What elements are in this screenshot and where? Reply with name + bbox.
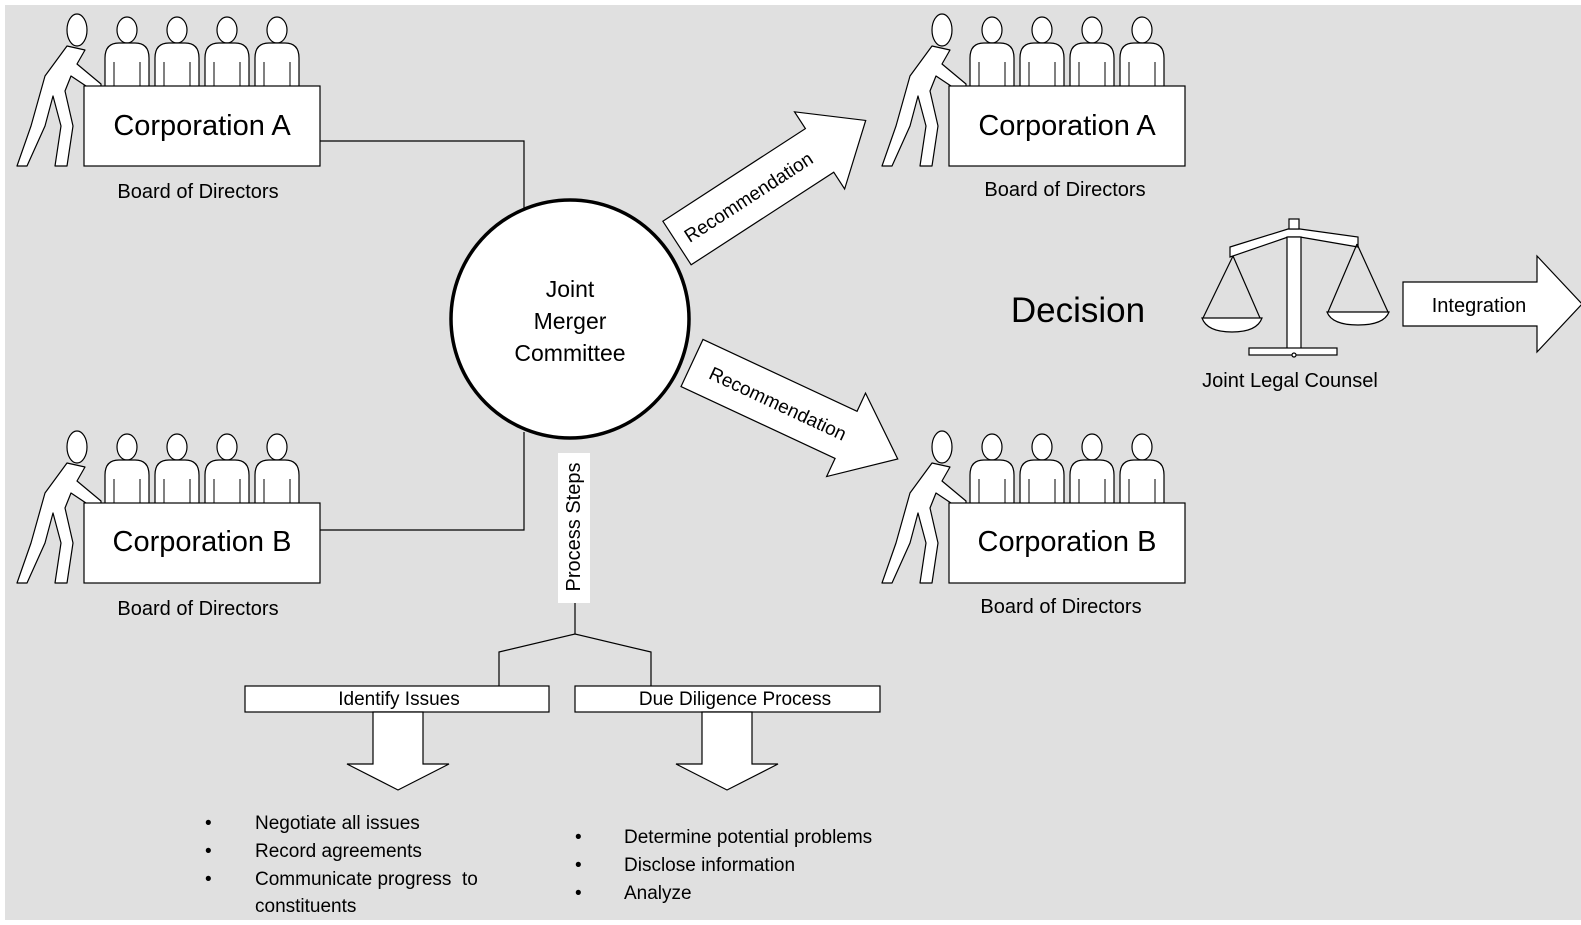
bullet-marker: • bbox=[575, 883, 582, 904]
bullet-item: Record agreements bbox=[255, 841, 422, 862]
step-title: Due Diligence Process bbox=[639, 689, 831, 710]
corporation-name: Corporation A bbox=[978, 110, 1156, 142]
arrow-down-right-icon bbox=[680, 338, 899, 478]
bullet-marker: • bbox=[205, 813, 212, 834]
board-caption: Board of Directors bbox=[117, 598, 278, 620]
bullet-item: Determine potential problems bbox=[624, 827, 872, 848]
step-title-box bbox=[574, 685, 881, 713]
board-caption: Board of Directors bbox=[984, 179, 1145, 201]
arrow-down-icon bbox=[346, 711, 450, 791]
corporation-box bbox=[83, 502, 321, 584]
committee-circle bbox=[449, 198, 691, 440]
bullet-item: Analyze bbox=[624, 883, 692, 904]
bullet-marker: • bbox=[205, 869, 212, 890]
joint-merger-committee: Joint Merger Committee bbox=[449, 198, 691, 440]
committee-line-1: Joint bbox=[546, 276, 595, 302]
arrow-down-icon bbox=[675, 711, 779, 791]
committee-line-3: Committee bbox=[514, 340, 625, 366]
board-left-a: Corporation A Board of Directors bbox=[16, 13, 321, 203]
step-title-box bbox=[244, 685, 550, 713]
bullet-marker: • bbox=[205, 841, 212, 862]
step-identify-issues: Identify Issues • Negotiate all issues •… bbox=[205, 685, 550, 917]
corporation-box bbox=[948, 85, 1186, 167]
board-caption: Board of Directors bbox=[117, 181, 278, 203]
bullet-item: Negotiate all issues bbox=[255, 813, 420, 834]
board-right-a: Corporation A Board of Directors bbox=[881, 13, 1186, 201]
committee-line-2: Merger bbox=[534, 308, 607, 334]
corporation-name: Corporation B bbox=[113, 526, 292, 558]
corporation-box bbox=[948, 502, 1186, 584]
bullet-item: Communicate progress to bbox=[255, 869, 478, 890]
decision-label: Decision bbox=[1011, 291, 1145, 330]
process-steps-label: Process Steps bbox=[563, 463, 585, 592]
step-bullets: • Negotiate all issues • Record agreemen… bbox=[205, 813, 478, 917]
integration-arrow: Integration bbox=[1402, 254, 1581, 354]
step-title: Identify Issues bbox=[338, 689, 459, 710]
corporation-box bbox=[83, 85, 321, 167]
integration-label: Integration bbox=[1432, 295, 1527, 317]
legal-counsel-label: Joint Legal Counsel bbox=[1202, 370, 1378, 392]
process-steps-box bbox=[558, 453, 590, 603]
corporation-name: Corporation B bbox=[978, 526, 1157, 558]
corporation-name: Corporation A bbox=[113, 110, 291, 142]
bullet-marker: • bbox=[575, 855, 582, 876]
board-right-b: Corporation B Board of Directors bbox=[881, 430, 1186, 618]
board-left-b: Corporation B Board of Directors bbox=[16, 430, 321, 620]
step-due-diligence: Due Diligence Process • Determine potent… bbox=[574, 685, 881, 904]
process-steps: Process Steps bbox=[558, 453, 590, 603]
step-bullets: • Determine potential problems • Disclos… bbox=[575, 827, 872, 904]
arrow-right-icon bbox=[1402, 254, 1581, 354]
bullet-item-continued: constituents bbox=[255, 896, 356, 917]
arrow-up-right-icon bbox=[662, 111, 867, 266]
connector-lines bbox=[320, 140, 652, 686]
bullet-item: Disclose information bbox=[624, 855, 795, 876]
scales-of-justice-icon bbox=[1201, 218, 1390, 358]
board-caption: Board of Directors bbox=[980, 596, 1141, 618]
bullet-marker: • bbox=[575, 827, 582, 848]
